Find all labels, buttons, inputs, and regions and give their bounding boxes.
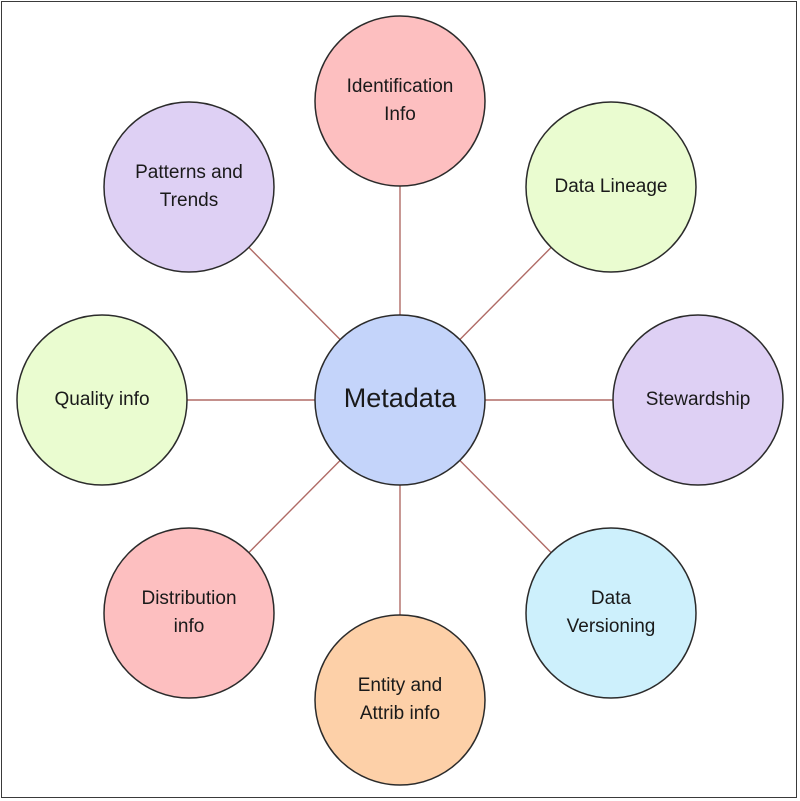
center-circle [314,314,486,486]
node-label-stewardship: Stewardship [646,389,751,410]
node-label-entity-attrib: Attrib info [360,703,440,724]
node-distribution: Distribution info [103,527,275,699]
node-quality: Quality info [16,314,188,486]
node-label-quality: Quality info [54,389,149,410]
node-label-identification: Identification [347,76,454,97]
connector-patterns-trends [248,246,341,341]
center-node: Metadata [314,314,486,486]
node-circle-identification [314,15,486,187]
connector-data-versioning [459,459,552,554]
node-label-patterns-trends: Patterns and [135,162,243,183]
node-circle-stewardship [612,314,784,486]
node-circle-patterns-trends [103,101,275,273]
node-label-data-versioning: Data [591,588,632,609]
node-circle-data-versioning [525,527,697,699]
node-circle-entity-attrib [314,614,486,786]
node-data-lineage: Data Lineage [525,101,697,273]
node-circle-data-lineage [525,101,697,273]
node-circle-distribution [103,527,275,699]
node-label-data-lineage: Data Lineage [554,176,667,197]
connector-distribution [248,459,341,554]
node-label-patterns-trends: Trends [160,190,218,211]
node-label-distribution: info [174,616,205,637]
center-label: Metadata [344,383,458,413]
node-label-data-versioning: Versioning [567,616,656,637]
connector-lines [187,186,613,615]
connector-data-lineage [459,246,552,341]
node-label-distribution: Distribution [141,588,236,609]
node-stewardship: Stewardship [612,314,784,486]
node-label-identification: Info [384,104,416,125]
node-label-entity-attrib: Entity and [358,675,443,696]
node-circle-quality [16,314,188,486]
